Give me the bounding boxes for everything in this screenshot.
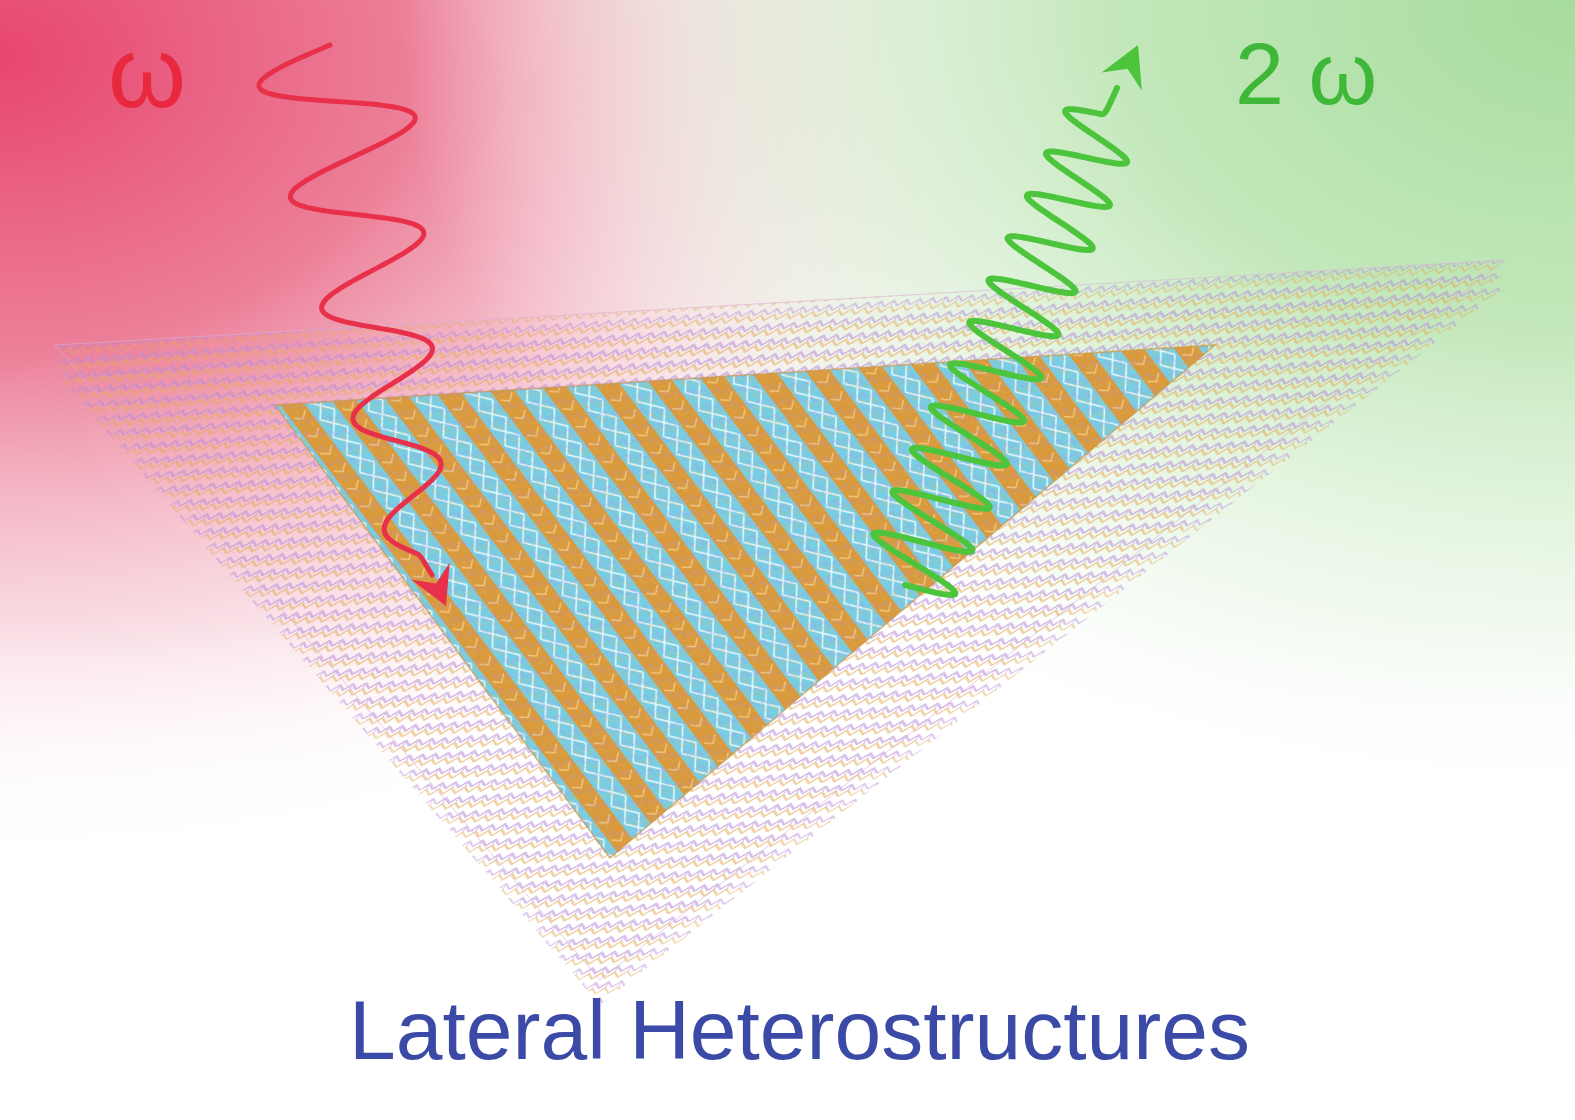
arrow-head xyxy=(411,563,449,606)
caption: Lateral Heterostructures xyxy=(349,988,1250,1072)
frequency-label: ω xyxy=(108,22,186,122)
incident-wave xyxy=(259,45,441,575)
arrow-head xyxy=(1102,45,1142,90)
frequency-label: 2 ω xyxy=(1235,30,1377,118)
harmonic-wave xyxy=(873,88,1127,595)
